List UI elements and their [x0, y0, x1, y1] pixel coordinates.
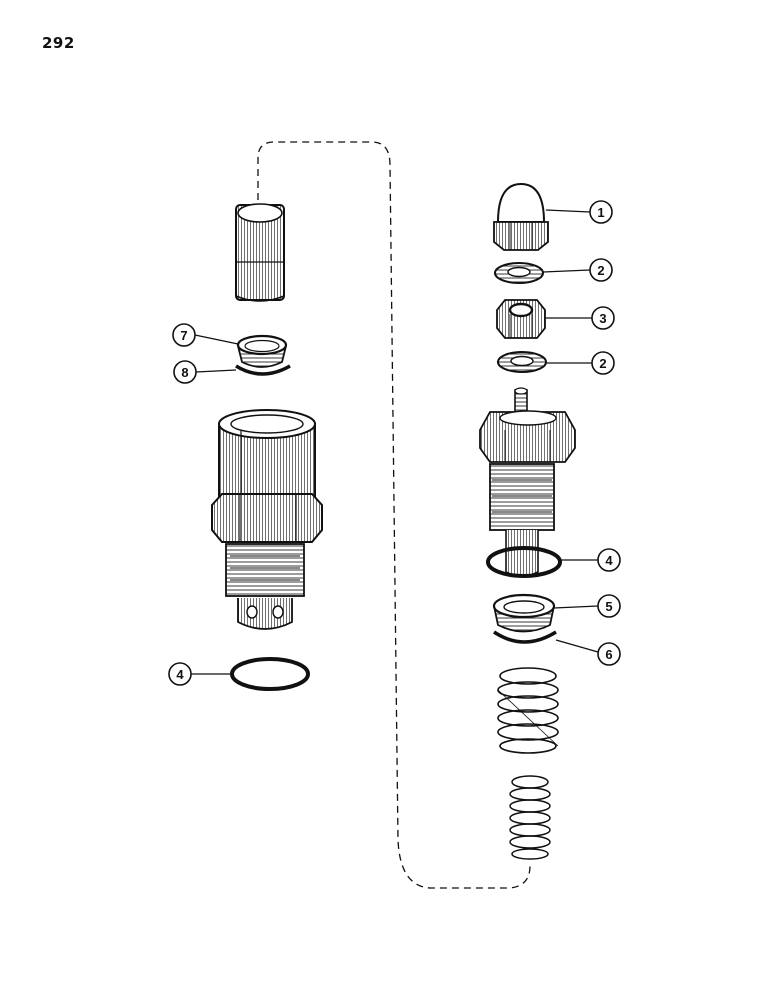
callout-label-3: 3: [599, 311, 606, 326]
sleeve-cylinder: [235, 203, 285, 302]
hex-nut: [496, 299, 546, 339]
seat-ring-seal: [493, 630, 557, 644]
callout-label-5: 5: [605, 599, 612, 614]
small-spring: [509, 775, 551, 860]
callout-2-upper: 2: [542, 258, 613, 282]
upper-washer: [494, 262, 544, 284]
callout-3: 3: [545, 306, 615, 330]
lower-washer: [497, 351, 547, 373]
bushing: [236, 334, 288, 368]
holder-body: [211, 409, 323, 630]
callout-1: 1: [545, 200, 613, 224]
callout-label-2-upper: 2: [597, 263, 604, 278]
callout-2-lower: 2: [546, 351, 615, 375]
callout-6: 6: [555, 639, 621, 666]
callout-label-2-lower: 2: [599, 356, 606, 371]
callout-label-1: 1: [597, 205, 604, 220]
acorn-cap-nut: [493, 182, 549, 251]
large-spring: [497, 667, 559, 754]
bushing-seal: [235, 364, 291, 376]
callout-label-8: 8: [181, 365, 188, 380]
nozzle-body: [479, 387, 576, 577]
callout-7: 7: [172, 323, 239, 347]
callout-4-right: 4: [560, 548, 621, 572]
callout-label-6: 6: [605, 647, 612, 662]
callout-8: 8: [173, 360, 237, 384]
page-number: 292: [42, 34, 75, 52]
assembly-dashed-line: [257, 141, 531, 889]
callout-label-7: 7: [180, 328, 187, 343]
callout-label-4-left: 4: [176, 667, 184, 682]
seat-ring: [492, 593, 556, 633]
callout-4-left: 4: [168, 662, 232, 686]
nozzle-o-ring: [486, 546, 562, 578]
body-o-ring: [230, 657, 310, 691]
callout-5: 5: [553, 594, 621, 618]
callout-label-4-right: 4: [605, 553, 613, 568]
